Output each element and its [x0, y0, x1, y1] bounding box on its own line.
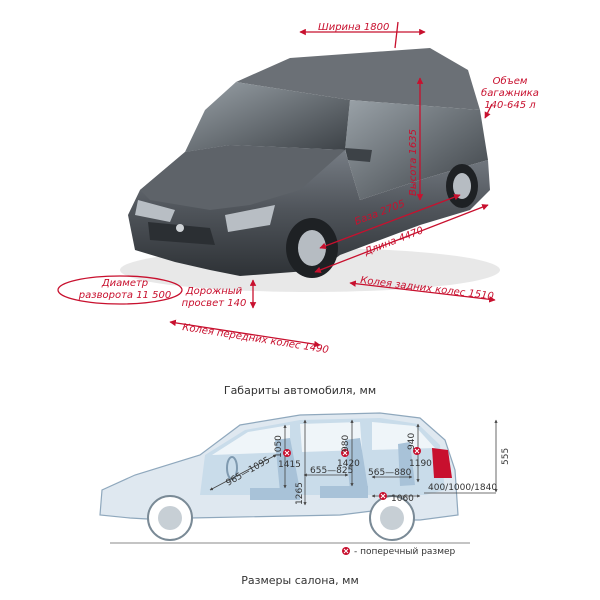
dim-1190: 1190: [409, 459, 432, 469]
x-marker-1415: [283, 449, 291, 457]
dim-565-880: 565—880: [368, 468, 412, 478]
turning-label-1: Диаметр: [101, 278, 148, 289]
trunk-label-2: багажника: [481, 87, 539, 99]
legend-text: - поперечный размер: [354, 547, 456, 557]
dim-400-1000-1840: 400/1000/1840: [428, 483, 497, 493]
tail-light: [432, 448, 452, 478]
trunk-label-1: Объем: [493, 75, 528, 87]
middle-seat-cushion: [320, 486, 368, 498]
front-grille: [148, 222, 215, 245]
dim-655-825: 655—825: [310, 466, 353, 476]
trunk-label-3: 140-645 л: [484, 100, 536, 111]
windshield: [185, 82, 350, 152]
height-dimension: Высота 1635: [408, 77, 424, 201]
exterior-car-illustration: [120, 48, 500, 292]
dim-1420: 1420: [337, 459, 360, 469]
side-mirror: [345, 148, 372, 162]
front-window: [212, 425, 290, 455]
dim-1050: 1050: [274, 435, 284, 458]
clearance-annotation: Дорожный просвет 140: [182, 279, 257, 309]
rear-seat: [398, 442, 415, 486]
legend: - поперечный размер: [342, 547, 456, 557]
width-dimension: Ширина 1800: [299, 21, 426, 49]
front-seat: [275, 438, 300, 492]
clearance-label-1: Дорожный: [185, 286, 243, 297]
height-label: Высота 1635: [408, 129, 419, 196]
front-track-dimension: Колея передних колес 1490: [169, 319, 330, 356]
dim-980: 980: [341, 435, 351, 452]
turning-diameter-annotation: Диаметр разворота 11 500: [57, 275, 183, 305]
trunk-volume-annotation: Объем багажника 140-645 л: [481, 75, 539, 119]
clearance-label-2: просвет 140: [182, 298, 247, 309]
exterior-caption: Габариты автомобиля, мм: [224, 384, 376, 397]
x-marker-1190: [413, 447, 421, 455]
rear-wheel-rim: [453, 173, 471, 199]
x-marker-1420: [341, 449, 349, 457]
car-hood: [140, 145, 345, 210]
front-track-label: Колея передних колес 1490: [182, 322, 330, 356]
headlight-right: [225, 205, 275, 232]
dim-1265: 1265: [295, 482, 305, 505]
side-windows: [345, 100, 488, 200]
interior-car-illustration: [99, 412, 470, 544]
dim-1060: 1060: [391, 494, 414, 504]
brand-logo: [176, 224, 184, 232]
interior-caption: Размеры салона, мм: [241, 574, 359, 587]
dim-940: 940: [407, 433, 417, 450]
width-label: Ширина 1800: [318, 22, 389, 33]
transverse-markers: [283, 447, 421, 500]
turning-label-2: разворота 11 500: [78, 290, 171, 301]
dim-1415: 1415: [278, 460, 301, 470]
x-marker-1060: [379, 492, 387, 500]
interior-front-rim: [158, 506, 182, 530]
interior-rear-rim: [380, 506, 404, 530]
front-seat-cushion: [250, 488, 300, 500]
headlight-left: [135, 200, 175, 222]
dim-555: 555: [501, 448, 511, 465]
